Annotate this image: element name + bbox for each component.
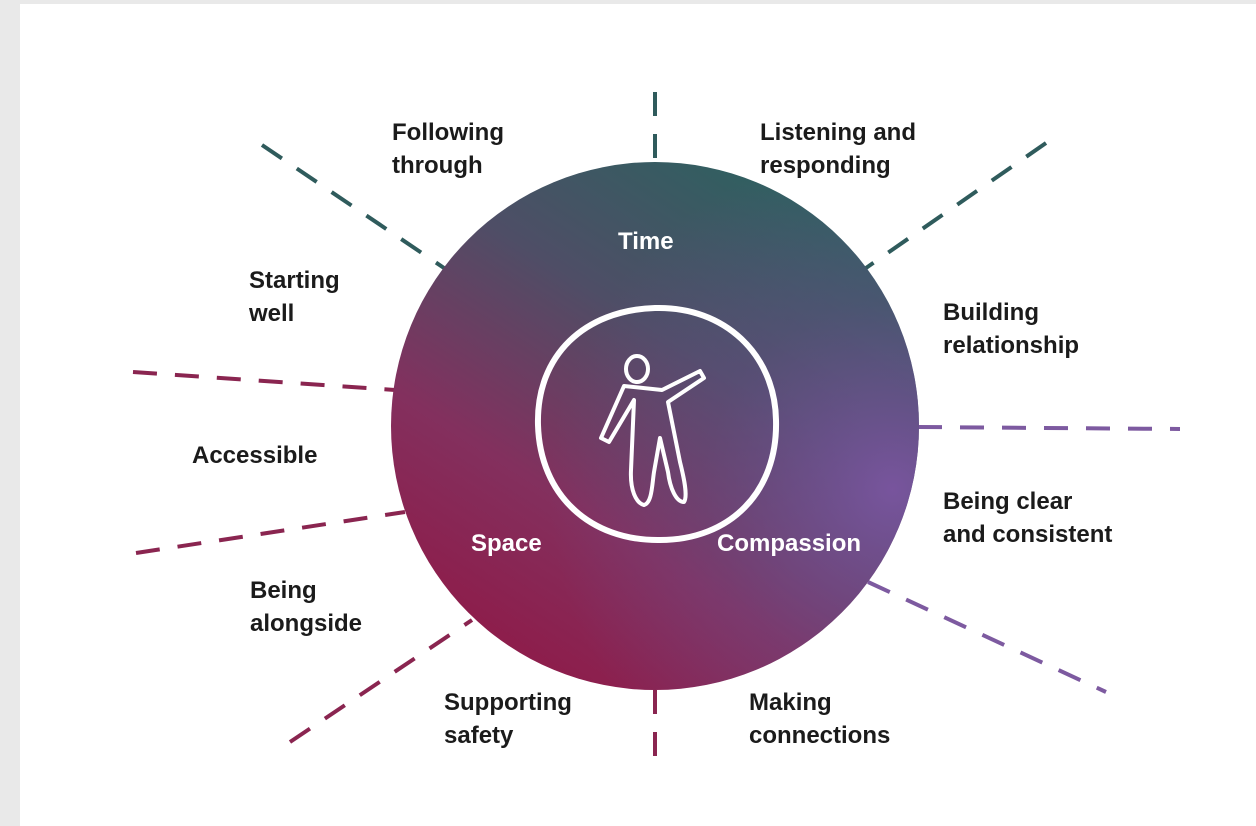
person-reaching-icon <box>599 354 706 507</box>
spoke-right <box>917 425 1181 431</box>
spoke-upper-right <box>864 141 1048 270</box>
spoke-left-lower <box>135 510 406 555</box>
main-circle-tint <box>391 162 919 690</box>
spoke-lower-left <box>288 618 474 744</box>
inner-ring <box>534 304 780 544</box>
spoke-lower-right <box>867 580 1107 694</box>
spoke-left-upper <box>132 370 396 392</box>
label-accessible: Accessible <box>192 442 318 469</box>
label-space: Space <box>471 530 542 557</box>
label-compassion: Compassion <box>717 530 862 557</box>
label-time: Time <box>618 228 674 255</box>
spoke-upper-left <box>260 143 446 270</box>
